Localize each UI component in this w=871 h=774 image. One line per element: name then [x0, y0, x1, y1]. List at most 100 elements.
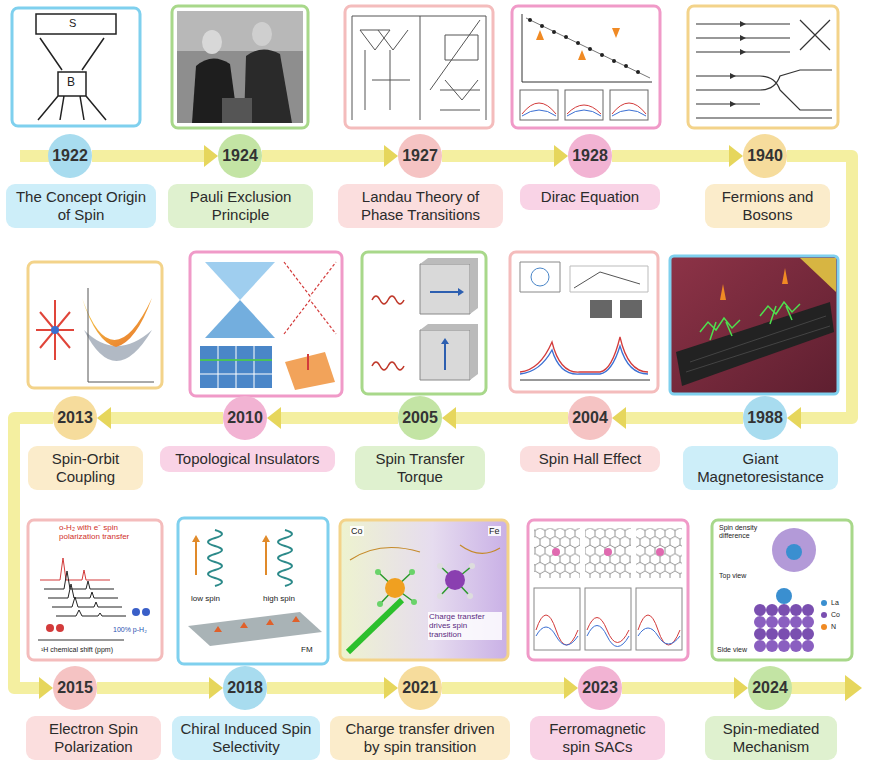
milestone-label: Pauli Exclusion Principle: [168, 184, 313, 228]
timeline-arrow: [612, 145, 743, 167]
timeline-band: [92, 150, 205, 162]
spin-transfer-torque-sketch: [441, 338, 449, 344]
spin-mediated-sketch: [786, 544, 802, 560]
spin-transfer-torque-sketch: [420, 258, 478, 314]
year-text: 2005: [402, 409, 438, 427]
spin-mediated-sketch: [802, 640, 814, 652]
charge-transfer-sketch: [375, 569, 381, 575]
historic-photo: [172, 6, 308, 128]
year-text: 2013: [57, 409, 93, 427]
giant-magnetoresistance-render: [670, 256, 838, 394]
year-text: 1927: [402, 147, 438, 165]
milestone-label: Fermions and Bosons: [705, 184, 830, 228]
year-text: 2004: [572, 409, 608, 427]
year-circle: 2010: [223, 396, 267, 440]
single-atom-catalyst-sketch: [585, 528, 631, 578]
annotation-label: low spin: [190, 594, 221, 603]
spin-orbit-sketch: [88, 288, 154, 382]
year-circle: 1988: [743, 396, 787, 440]
annotation-label: 100% p-H₂: [112, 626, 148, 634]
year-circle: 1928: [568, 134, 612, 178]
milestone-text: Giant Magnetoresistance: [697, 450, 824, 485]
milestone-label: Charge transfer driven by spin transitio…: [330, 716, 510, 760]
year-circle: 2004: [568, 396, 612, 440]
chiral-helix-sketch: [196, 540, 266, 575]
dirac-plot: [526, 18, 650, 78]
annotation-label: Fe: [488, 526, 501, 536]
charge-transfer-sketch: [409, 569, 415, 575]
spin-hall-sketch: [620, 300, 642, 318]
year-circle: 2024: [748, 666, 792, 710]
arrow-head: [734, 677, 748, 699]
timeline-band: [262, 150, 385, 162]
charge-transfer-sketch: [378, 566, 472, 604]
single-atom-catalyst-sketch: [585, 588, 631, 650]
spin-mediated-sketch: [802, 604, 814, 616]
annotation-label: Spin density difference: [718, 524, 766, 540]
milestone-label: Ferromagnetic spin SACs: [530, 716, 665, 760]
milestone-label: Spin-Orbit Coupling: [28, 446, 143, 490]
fermion-boson-sketch: [688, 6, 838, 128]
arrow-head: [554, 145, 568, 167]
charge-transfer-sketch: [350, 545, 500, 560]
year-text: 1928: [572, 147, 608, 165]
giant-magnetoresistance-render: [676, 302, 834, 386]
milestone-text: Spin-Orbit Coupling: [52, 450, 120, 485]
topological-insulator-sketch: [190, 252, 342, 396]
timeline-band: [280, 412, 398, 424]
year-circle: 1924: [218, 134, 262, 178]
year-text: 2021: [402, 679, 438, 697]
nmr-spectra-sketch: [52, 597, 122, 607]
spin-mediated-sketch: [790, 616, 802, 628]
topological-insulator-sketch: [200, 346, 272, 388]
spin-orbit-sketch: [36, 300, 74, 360]
year-text: 1988: [747, 409, 783, 427]
arrow-head: [97, 407, 111, 429]
year-circle: 2021: [398, 666, 442, 710]
annotation-label: ¹H chemical shift (ppm): [40, 646, 114, 654]
phase-transition-sketch: [345, 6, 493, 128]
dirac-plot: [522, 110, 646, 116]
single-atom-catalyst-sketch: [536, 615, 680, 645]
annotation-label: Co: [350, 526, 364, 536]
nmr-spectra-sketch: [28, 520, 162, 660]
spin-transfer-torque-sketch: [458, 288, 464, 296]
single-atom-catalyst-sketch: [534, 528, 580, 578]
timeline-band: [20, 150, 862, 701]
spin-mediated-sketch: [754, 640, 766, 652]
annotation-label: La: [830, 599, 840, 607]
charge-transfer-sketch: [411, 599, 417, 605]
dirac-plot: [512, 6, 660, 128]
year-text: 1924: [222, 147, 258, 165]
timeline-band: [612, 150, 730, 162]
charge-transfer-sketch: [437, 563, 443, 569]
timeline-arrow: [97, 677, 223, 699]
arrow-head: [267, 407, 281, 429]
dirac-plot: [612, 59, 616, 63]
spin-orbit-sketch: [82, 298, 152, 347]
dirac-plot: [564, 35, 568, 39]
arrow-head: [564, 677, 578, 699]
charge-transfer-sketch: [348, 600, 402, 652]
year-text: 2015: [57, 679, 93, 697]
timeline-band: [845, 675, 862, 701]
annotation-label: high spin: [262, 594, 296, 603]
timeline-arrow: [267, 677, 398, 699]
timeline-arrow: [92, 145, 218, 167]
dirac-plot: [576, 41, 580, 45]
spin-mediated-sketch: [712, 520, 852, 660]
topological-insulator-sketch: [285, 352, 335, 390]
spin-mediated-sketch: [754, 604, 766, 616]
historic-photo: [172, 6, 308, 128]
charge-transfer-sketch: [437, 593, 443, 599]
milestone-label: Topological Insulators: [160, 446, 335, 472]
milestone-text: The Concept Origin of Spin: [16, 188, 146, 223]
dirac-plot: [552, 30, 556, 34]
chiral-helix-sketch: [188, 612, 322, 646]
spin-mediated-sketch: [778, 628, 790, 640]
dirac-plot: [540, 24, 544, 28]
giant-magnetoresistance-render: [686, 316, 830, 372]
spin-mediated-sketch: [802, 628, 814, 640]
